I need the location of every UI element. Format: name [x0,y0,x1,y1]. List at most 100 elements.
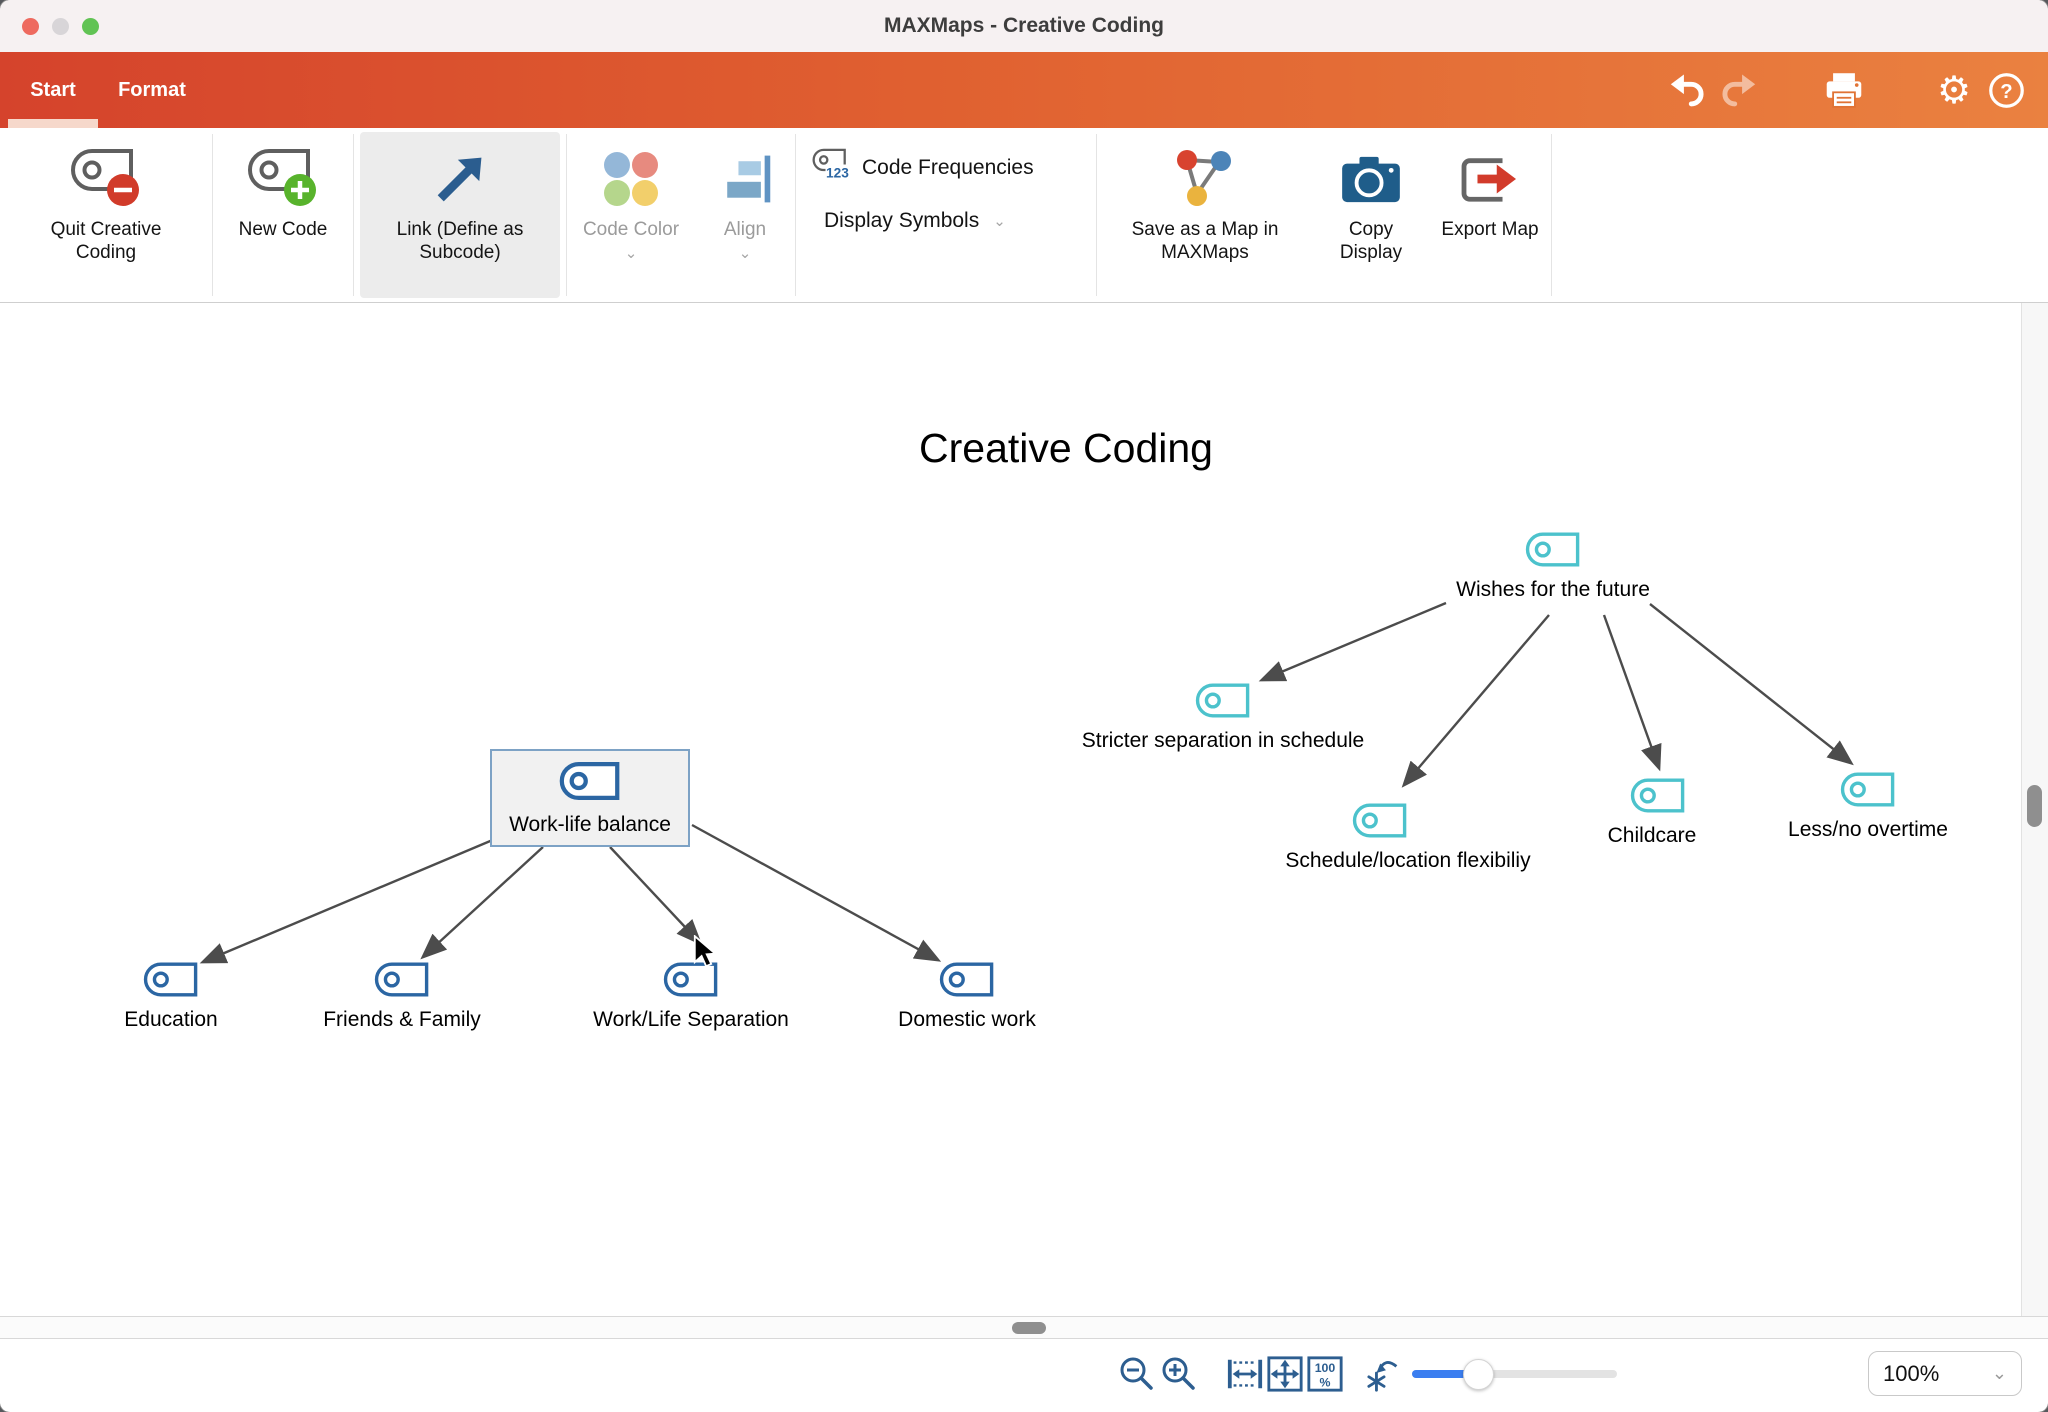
ribbon: Start Format ⚙ ? [0,52,2048,128]
code-symbol-icon [1630,778,1686,819]
map-edge [199,837,496,964]
camera-icon [1340,140,1402,218]
map-edge [1258,601,1447,682]
display-symbols-button[interactable]: Display Symbols ⌄ [824,209,1006,233]
zoom-in-icon[interactable] [1160,1355,1198,1393]
map-node[interactable] [143,961,199,1004]
tab-format[interactable]: Format [112,52,192,128]
button-label: Quit Creative Coding [50,219,162,264]
reset-zoom-icon[interactable] [1366,1355,1404,1393]
map-title[interactable]: Creative Coding [919,425,1213,471]
button-label: Export Map [1441,219,1539,240]
map-edge [1602,614,1662,772]
toolbar-separator [1551,134,1552,296]
zoom-slider-thumb[interactable] [1463,1359,1494,1390]
map-node-label: Work/Life Separation [593,1008,789,1031]
map-node[interactable] [1352,802,1408,845]
button-label: Copy Display [1339,219,1403,264]
window-title: MAXMaps - Creative Coding [883,14,1165,37]
status-bar: 100% 100% ⌄ [0,1339,2048,1411]
code-symbol-icon [1352,803,1408,844]
toolbar-separator [353,134,354,296]
horizontal-scrollbar-thumb[interactable] [1012,1322,1046,1334]
code-frequencies-button[interactable]: 123 Code Frequencies [810,146,1034,189]
code-symbol-icon [143,962,199,1003]
traffic-lights [0,0,99,52]
map-node-selected[interactable]: Work-life balance [490,749,690,847]
print-icon[interactable] [1824,70,1864,110]
button-label: Save as a Map in MAXMaps [1131,219,1279,264]
toolbar-separator [566,134,567,296]
help-icon[interactable]: ? [1986,70,2026,110]
tab-start[interactable]: Start [8,52,98,128]
map-node-label: Less/no overtime [1788,818,1948,841]
export-icon [1460,140,1520,218]
svg-text:?: ? [2000,80,2012,102]
code-color-button[interactable]: Code Color ⌄ [567,128,695,302]
save-as-map-button[interactable]: Save as a Map in MAXMaps [1097,128,1313,302]
gear-icon[interactable]: ⚙ [1936,69,1972,112]
fit-width-icon[interactable] [1226,1355,1264,1393]
zoom-button[interactable] [82,17,99,35]
map-node[interactable] [1525,531,1581,574]
link-arrow-icon [430,140,490,218]
close-button[interactable] [22,17,39,35]
map-node[interactable] [1630,777,1686,820]
map-edge [1649,603,1854,766]
redo-icon [1718,70,1758,110]
quit-creative-coding-button[interactable]: Quit Creative Coding [0,128,212,302]
chevron-down-icon: ⌄ [1991,1363,2007,1383]
map-edge [691,823,942,962]
horizontal-scrollbar[interactable] [0,1316,2048,1339]
map-edge [420,846,544,960]
zoom-100-icon[interactable]: 100% [1306,1355,1344,1393]
zoom-slider[interactable] [1412,1359,1617,1390]
mouse-cursor [692,934,726,973]
zoom-out-icon[interactable] [1118,1355,1156,1393]
link-define-as-subcode-button[interactable]: Link (Define as Subcode) [360,132,560,298]
align-icon [716,140,774,218]
color-dots-icon [600,140,662,218]
code-symbol-icon [1840,772,1896,813]
chevron-down-icon: ⌄ [738,245,752,263]
toolbar: Quit Creative Coding New Code Link (Defi… [0,128,2048,303]
vertical-scrollbar-thumb[interactable] [2027,785,2042,827]
zoom-level-dropdown[interactable]: 100% ⌄ [1868,1351,2022,1396]
map-node-label: Friends & Family [323,1008,481,1031]
map-node-label: Domestic work [898,1008,1036,1031]
map-node-label: Schedule/location flexibiliy [1285,849,1531,872]
zoom-slider-fill [1412,1370,1477,1378]
minimize-button[interactable] [52,17,69,35]
toolbar-separator [212,134,213,296]
copy-display-button[interactable]: Copy Display [1313,128,1429,302]
map-node[interactable] [663,961,719,1004]
export-map-button[interactable]: Export Map [1429,128,1551,302]
frequencies-group: 123 Code Frequencies Display Symbols ⌄ [796,128,1096,302]
map-edge [609,846,703,946]
svg-text:123: 123 [826,165,849,180]
svg-text:100: 100 [1315,1361,1336,1375]
map-edge [1401,614,1550,788]
code-symbol-icon [663,962,719,1003]
map-edges [199,601,1854,964]
undo-icon[interactable] [1668,70,1708,110]
map-node[interactable] [374,961,430,1004]
fit-screen-icon[interactable] [1266,1355,1304,1393]
button-label: Code Color ⌄ [581,218,681,264]
toolbar-separator [795,134,796,296]
map-node[interactable] [1840,771,1896,814]
tab-format-label: Format [118,78,186,101]
svg-text:%: % [1320,1375,1331,1389]
map-node-label: Stricter separation in schedule [1081,729,1365,752]
map-node[interactable] [1195,682,1251,725]
code-symbol-icon [1195,683,1251,724]
vertical-scrollbar[interactable] [2021,303,2048,1316]
code-color-label: Code Color [582,219,680,240]
align-button[interactable]: Align⌄ [695,128,795,302]
display-symbols-label: Display Symbols [824,209,980,232]
new-code-button[interactable]: New Code [213,128,353,302]
map-node-label: Education [124,1008,218,1031]
map-node[interactable] [939,961,995,1004]
button-label: Link (Define as Subcode) [396,219,524,264]
